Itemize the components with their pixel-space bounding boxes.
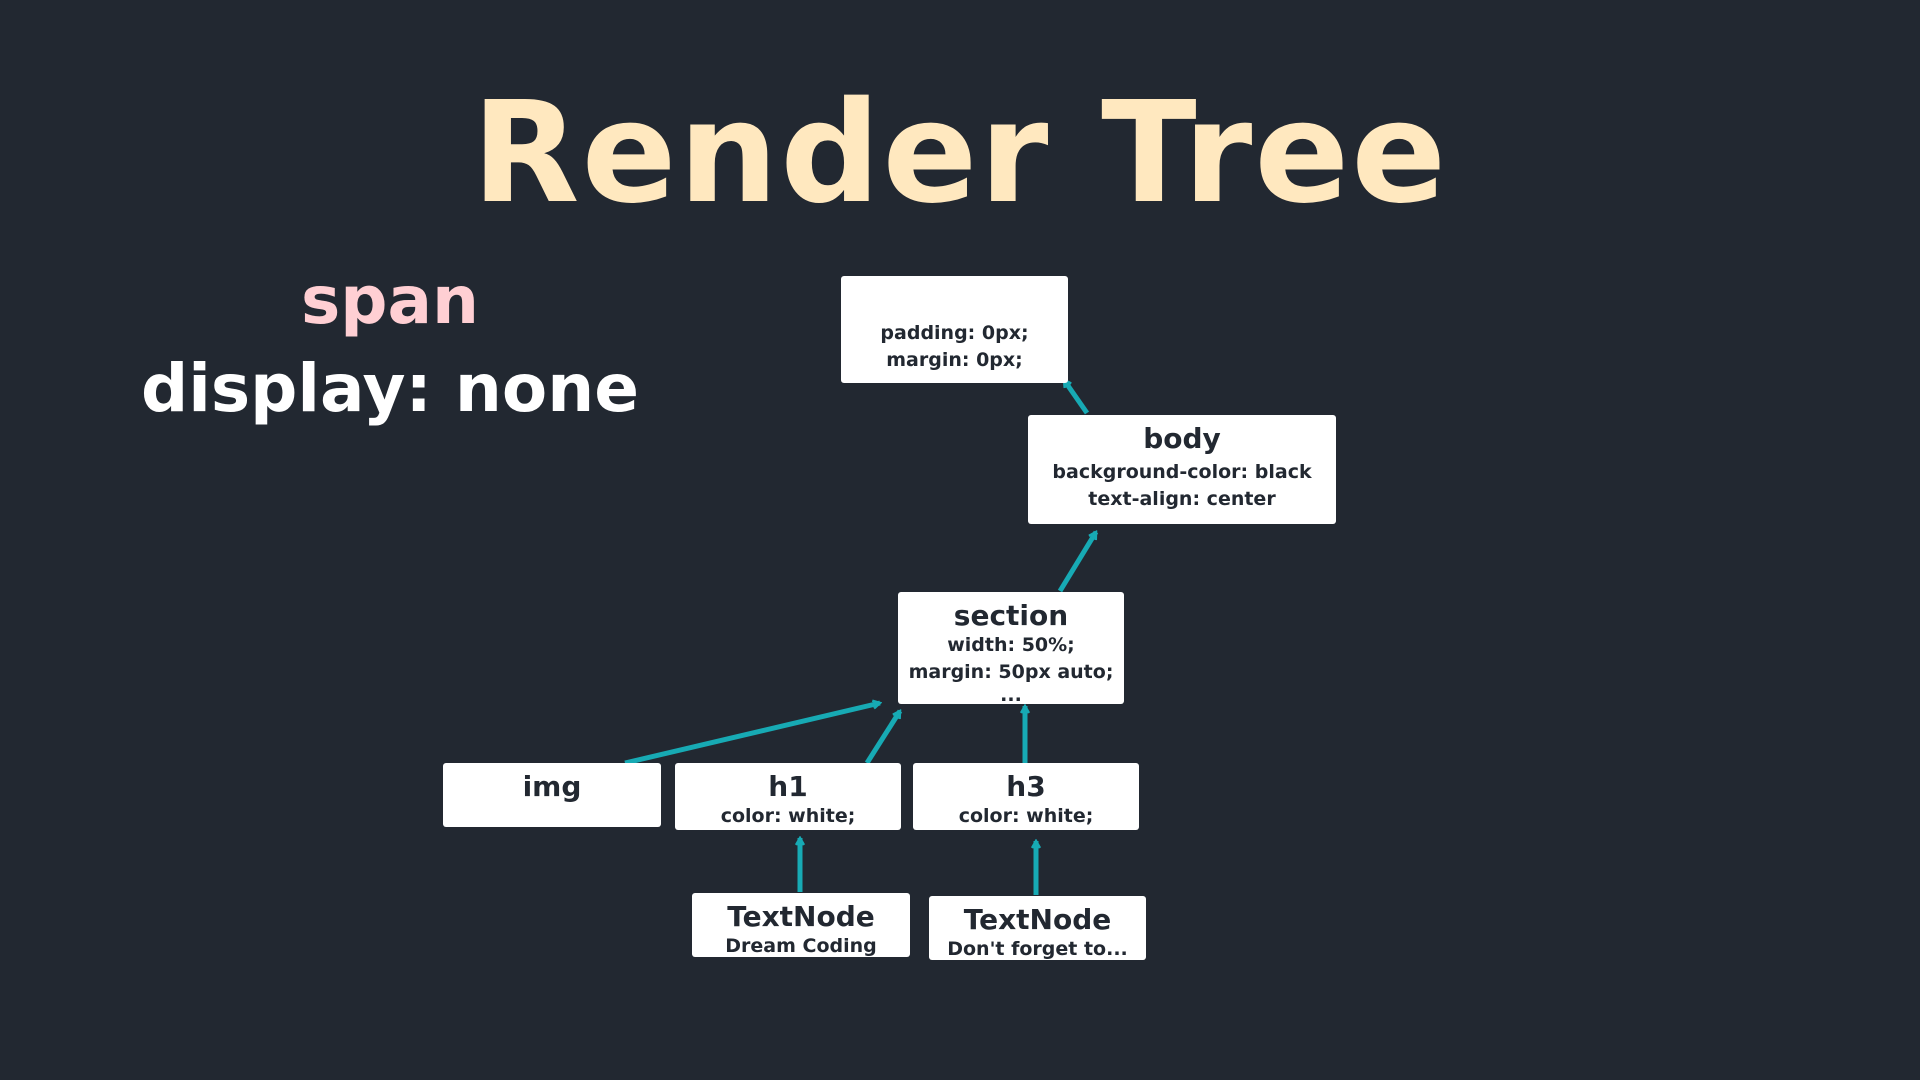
node-text1-prop: Dream Coding (725, 935, 877, 957)
node-section-prop: margin: 50px auto; (908, 661, 1114, 683)
node-h3-name: h3 (1006, 770, 1046, 803)
page-title: Render Tree (471, 72, 1449, 235)
node-html-prop: padding: 0px; (880, 322, 1029, 344)
edge-body-to-html (1061, 380, 1090, 415)
node-textnode-dream-coding: TextNode Dream Coding (692, 893, 910, 957)
node-body: body background-color: black text-align:… (1028, 415, 1336, 524)
edge-section-to-body (1057, 532, 1099, 593)
node-html-prop: margin: 0px; (886, 349, 1023, 371)
node-h1-prop: color: white; (720, 805, 856, 827)
edge-img-to-section (624, 703, 880, 766)
edge-h1-to-section (864, 711, 903, 765)
node-img-name: img (522, 770, 582, 803)
node-text2-prop: Don't forget to... (947, 938, 1128, 960)
node-body-name: body (1143, 422, 1221, 455)
node-body-prop: background-color: black (1052, 461, 1312, 483)
node-text1-name: TextNode (727, 900, 875, 933)
hidden-element-name: span (300, 262, 480, 339)
node-img: img (443, 763, 661, 827)
node-html: padding: 0px; margin: 0px; (841, 276, 1068, 383)
node-text2-name: TextNode (963, 903, 1112, 936)
node-html-name (841, 276, 1068, 320)
node-textnode-dont-forget: TextNode Don't forget to... (929, 896, 1146, 960)
node-h1: h1 color: white; (675, 763, 901, 830)
node-body-prop: text-align: center (1088, 488, 1276, 510)
node-h3: h3 color: white; (913, 763, 1139, 830)
node-section-name: section (953, 599, 1069, 632)
node-h3-prop: color: white; (958, 805, 1094, 827)
node-section-prop: ... (1000, 684, 1022, 706)
node-h1-name: h1 (768, 770, 808, 803)
node-section-prop: width: 50%; (947, 634, 1075, 656)
node-section: section width: 50%; margin: 50px auto; .… (898, 592, 1124, 706)
hidden-element-rule: display: none (141, 350, 639, 427)
